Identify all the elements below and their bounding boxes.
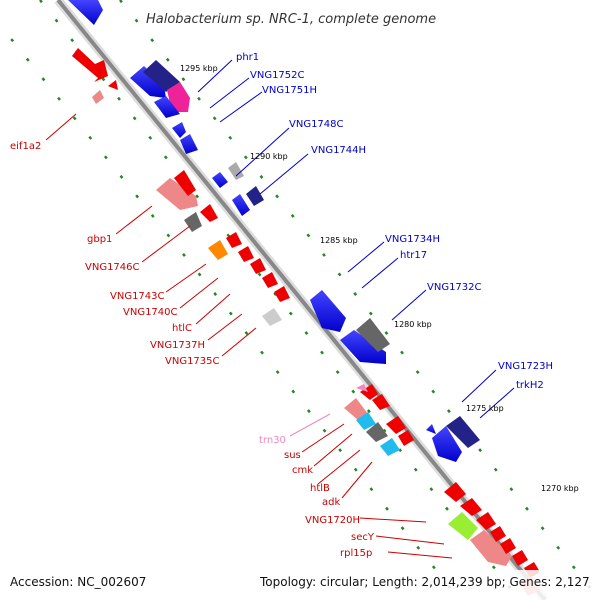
gene-label[interactable]: VNG1734H — [385, 234, 440, 245]
gene-label[interactable]: VNG1743C — [110, 291, 165, 302]
gene-label[interactable]: trkH2 — [516, 380, 544, 391]
gene-arrow — [386, 416, 406, 434]
gene-arrow — [154, 96, 180, 118]
gene-arrow — [212, 172, 228, 188]
gene-label[interactable]: secY — [351, 532, 375, 543]
gene-arrow — [262, 272, 278, 288]
gene-label[interactable]: VNG1732C — [427, 282, 482, 293]
gene-arrow — [108, 80, 118, 90]
gene-arrow — [72, 48, 108, 82]
gene-arrow — [446, 416, 480, 448]
gene-arrow — [310, 290, 346, 332]
gene-label[interactable]: trn30 — [259, 435, 286, 446]
gene-label[interactable]: adk — [322, 497, 340, 508]
gene-label[interactable]: htr17 — [400, 250, 427, 261]
gene-arrow — [174, 170, 196, 196]
gene-arrow — [92, 90, 104, 104]
gene-arrow — [398, 430, 414, 446]
gene-arrow — [356, 318, 390, 352]
gene-label[interactable]: VNG1740C — [123, 307, 178, 318]
gene-arrow — [262, 308, 282, 326]
gene-arrow — [500, 538, 516, 554]
gene-arrow — [274, 286, 290, 302]
gene-label[interactable]: VNG1746C — [85, 262, 140, 273]
gene-arrow — [490, 526, 506, 542]
gene-arrow — [372, 394, 390, 410]
gene-arrow — [476, 512, 496, 530]
tick-label: 1290 kbp — [250, 152, 288, 161]
gene-arrow — [180, 134, 198, 154]
tick-label: 1270 kbp — [541, 484, 579, 493]
gene-label[interactable]: eif1a2 — [10, 141, 41, 152]
gene-arrow — [246, 186, 264, 206]
footer-band — [0, 570, 600, 600]
gene-labels-plus-strand: phr1 VNG1752C VNG1751H VNG1748C VNG1744H… — [236, 52, 553, 391]
gene-arrow — [426, 424, 436, 434]
gene-label[interactable]: VNG1744H — [311, 145, 366, 156]
gene-arrow — [167, 82, 190, 112]
gene-arrow — [512, 550, 528, 566]
gene-arrow — [366, 422, 388, 442]
accession-text: Accession: NC_002607 — [10, 575, 146, 589]
gene-arrow — [130, 66, 166, 98]
gene-arrow — [432, 426, 462, 462]
gene-arrow — [340, 330, 386, 364]
gene-label[interactable]: VNG1723H — [498, 361, 553, 372]
gene-arrow — [444, 482, 466, 502]
topology-summary: Topology: circular; Length: 2,014,239 bp… — [259, 575, 590, 589]
gene-label[interactable]: htlB — [310, 483, 330, 494]
gene-arrow — [226, 232, 242, 248]
gene-label[interactable]: VNG1720H — [305, 515, 360, 526]
tick-label: 1280 kbp — [394, 320, 432, 329]
genome-backbone — [56, 0, 547, 600]
gene-arrow — [228, 162, 244, 180]
gene-label[interactable]: VNG1737H — [150, 340, 205, 351]
gene-label[interactable]: rpl15p — [340, 548, 372, 559]
tick-label: 1275 kbp — [466, 404, 504, 413]
gene-arrow — [470, 530, 512, 566]
gene-label[interactable]: VNG1751H — [262, 85, 317, 96]
tick-label: 1295 kbp — [180, 64, 218, 73]
gene-labels-minus-strand: eif1a2 gbp1 VNG1746C VNG1743C VNG1740C h… — [10, 141, 375, 559]
gene-arrow — [344, 398, 368, 420]
gene-arrow — [232, 194, 250, 216]
gene-arrow — [460, 498, 482, 516]
gene-arrow — [356, 412, 376, 430]
gene-arrow — [200, 204, 218, 222]
gene-arrow — [208, 240, 228, 260]
gene-label[interactable]: VNG1735C — [165, 356, 220, 367]
gene-arrow — [238, 246, 254, 262]
gene-arrow — [448, 512, 478, 540]
gene-arrow — [360, 384, 378, 400]
gene-arrow — [250, 258, 266, 274]
gene-arrow — [356, 384, 368, 392]
gene-arrow — [184, 212, 202, 232]
map-title: Halobacterium sp. NRC-1, complete genome — [146, 12, 436, 27]
gene-arrow — [380, 438, 400, 456]
tick-label: 1285 kbp — [320, 236, 358, 245]
gene-label[interactable]: gbp1 — [87, 234, 112, 245]
gene-label[interactable]: sus — [284, 450, 301, 461]
position-ticks: 1295 kbp 1290 kbp 1285 kbp 1280 kbp 1275… — [180, 64, 579, 493]
gene-label[interactable]: htlC — [172, 323, 192, 334]
gene-label[interactable]: VNG1748C — [289, 119, 344, 130]
gene-label[interactable]: cmk — [292, 465, 313, 476]
gene-arrow — [143, 60, 180, 92]
gene-leader-lines — [45, 59, 515, 559]
gene-arrow — [156, 178, 198, 210]
gene-arrow — [172, 122, 186, 138]
gene-label[interactable]: phr1 — [236, 52, 259, 63]
gene-arrow — [68, 0, 103, 25]
gene-label[interactable]: VNG1752C — [250, 70, 305, 81]
